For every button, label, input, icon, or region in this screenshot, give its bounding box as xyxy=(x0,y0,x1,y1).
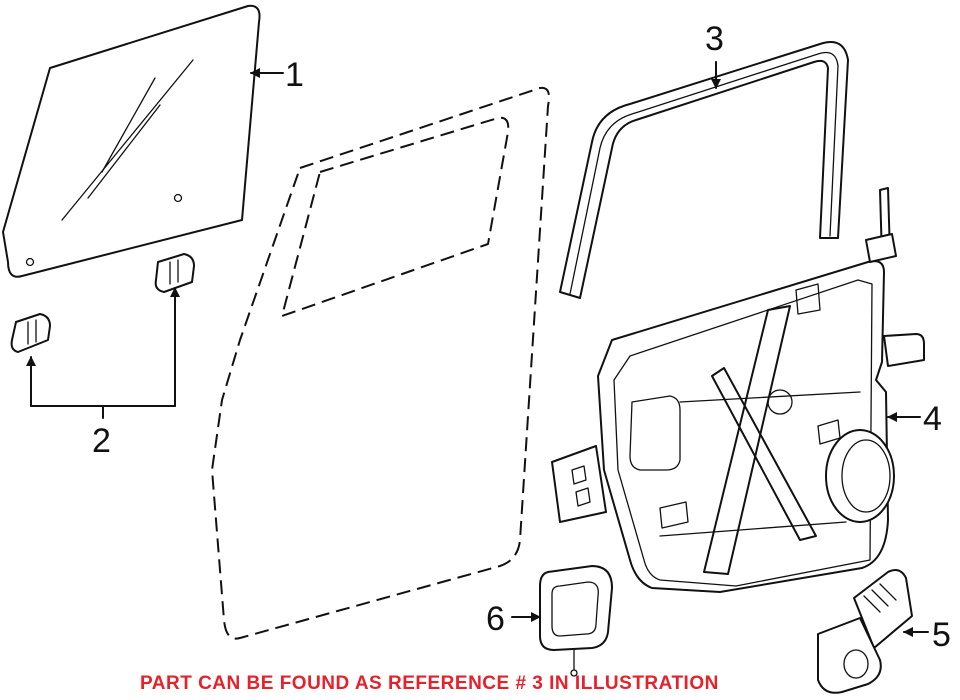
window-motor-part xyxy=(817,569,913,694)
access-cover-part xyxy=(539,565,613,677)
callout-4-label: 4 xyxy=(923,400,942,438)
window-regulator-module-part xyxy=(551,187,925,593)
glass-clip-right xyxy=(154,253,195,293)
glass-clip-left xyxy=(10,313,51,353)
callout-5-label: 5 xyxy=(932,616,951,654)
reference-note: PART CAN BE FOUND AS REFERENCE # 3 IN IL… xyxy=(140,673,719,694)
callout-1-label: 1 xyxy=(285,56,304,94)
door-glass-part xyxy=(2,4,261,278)
callout-6-label: 6 xyxy=(486,600,505,638)
weatherstrip-channel-part xyxy=(559,41,849,299)
clip-leader-lines xyxy=(26,287,180,419)
door-shell-outline xyxy=(211,86,550,640)
callout-2-label: 2 xyxy=(92,422,111,460)
callout-3-label: 3 xyxy=(705,20,724,58)
callout-leaders xyxy=(250,61,929,637)
